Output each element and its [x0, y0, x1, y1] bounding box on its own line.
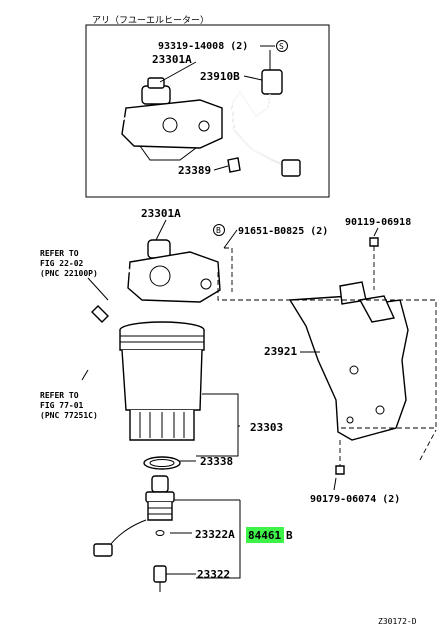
label-23301a-inset: 23301A [152, 53, 192, 66]
inset-filter-head-drawing [99, 77, 223, 161]
label-23921: 23921 [264, 345, 297, 358]
refer-note-2-line2: FIG 77-01 [40, 401, 84, 410]
label-84461b-suffix: B [286, 529, 293, 542]
label-91651-b0825: 91651-B0825 (2) [238, 226, 328, 237]
label-93319-14008: 93319-14008 (2) [158, 41, 248, 52]
refer-note-1-line1: REFER TO [40, 249, 79, 258]
fuel-hose-drawing [74, 305, 109, 393]
label-23301a: 23301A [141, 207, 181, 220]
bolt-90179-drawing [335, 465, 345, 475]
label-90179-06074: 90179-06074 (2) [310, 494, 400, 505]
fuel-filter-element-drawing [119, 321, 205, 441]
inset-s-mark-label: S [279, 42, 284, 51]
o-ring-drawing [143, 456, 181, 470]
inset-frame [85, 24, 330, 198]
bracket-drawing [288, 281, 409, 441]
inset-sensor-wiring-drawing [227, 69, 301, 177]
refer-note-2-line1: REFER TO [40, 391, 79, 400]
label-23389: 23389 [178, 164, 211, 177]
diagram-id: Z30172-D [378, 617, 417, 626]
label-23338: 23338 [200, 455, 233, 468]
label-23910b: 23910B [200, 70, 240, 83]
label-84461b-number: 84461 [248, 529, 281, 542]
label-23322: 23322 [197, 568, 230, 581]
refer-note-1-line3: (PNC 22100P) [40, 269, 98, 278]
inset-s-mark [276, 40, 288, 52]
bolt-90119-drawing [369, 237, 379, 247]
label-90119-06918: 90119-06918 [345, 217, 411, 228]
highlight-84461b [246, 527, 284, 543]
b-mark-label: B [216, 226, 221, 235]
dash-bracket-link [217, 272, 437, 429]
refer-note-2-line3: (PNC 77251C) [40, 411, 98, 420]
label-23303: 23303 [250, 421, 283, 434]
refer-note-1-line2: FIG 22-02 [40, 259, 84, 268]
b-mark [213, 224, 225, 236]
inset-caption: アリ（フユーエルヒーター） [92, 15, 209, 26]
filter-head-drawing [102, 239, 221, 321]
label-23322a: 23322A [195, 528, 235, 541]
water-sensor-drawing [93, 475, 175, 592]
